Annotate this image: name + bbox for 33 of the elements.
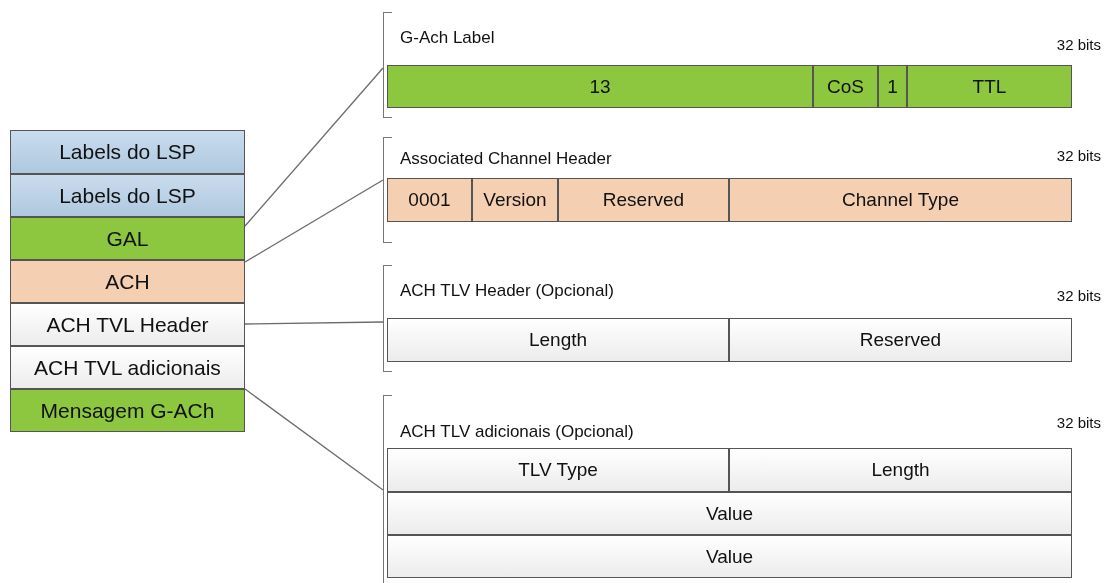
- protocol-layer-box: Mensagem G-ACh: [10, 389, 245, 432]
- header-field: Value: [387, 492, 1072, 535]
- connector-line: [244, 388, 384, 491]
- header-field: Version: [472, 178, 558, 222]
- connector-line: [244, 321, 384, 325]
- protocol-layer-box: GAL: [10, 217, 245, 260]
- protocol-layer-box: Labels do LSP: [10, 174, 245, 217]
- header-field: 13: [387, 65, 813, 108]
- header-field: TLV Type: [387, 448, 729, 492]
- header-field: Length: [729, 448, 1072, 492]
- protocol-layer-box: Labels do LSP: [10, 130, 245, 174]
- header-field: Length: [387, 318, 729, 362]
- header-field: Channel Type: [729, 178, 1072, 222]
- protocol-layer-box: ACH TVL Header: [10, 303, 245, 346]
- format-title: ACH TLV adicionais (Opcional): [400, 422, 634, 442]
- bit-width-label: 32 bits: [1056, 147, 1101, 164]
- header-field: 0001: [387, 178, 472, 222]
- header-field: Reserved: [558, 178, 729, 222]
- format-title: G-Ach Label: [400, 28, 495, 48]
- protocol-layer-box: ACH TVL adicionais: [10, 346, 245, 389]
- format-title: ACH TLV Header (Opcional): [400, 281, 614, 301]
- header-field: CoS: [813, 65, 878, 108]
- bit-width-label: 32 bits: [1056, 414, 1101, 431]
- bit-width-label: 32 bits: [1056, 36, 1101, 53]
- protocol-layer-box: ACH: [10, 260, 245, 303]
- format-title: Associated Channel Header: [400, 149, 612, 169]
- header-field: TTL: [907, 65, 1072, 108]
- connector-line: [244, 179, 384, 263]
- bit-width-label: 32 bits: [1056, 287, 1101, 304]
- header-field: Reserved: [729, 318, 1072, 362]
- header-field: Value: [387, 535, 1072, 578]
- header-field: 1: [878, 65, 907, 108]
- connector-line: [244, 67, 384, 227]
